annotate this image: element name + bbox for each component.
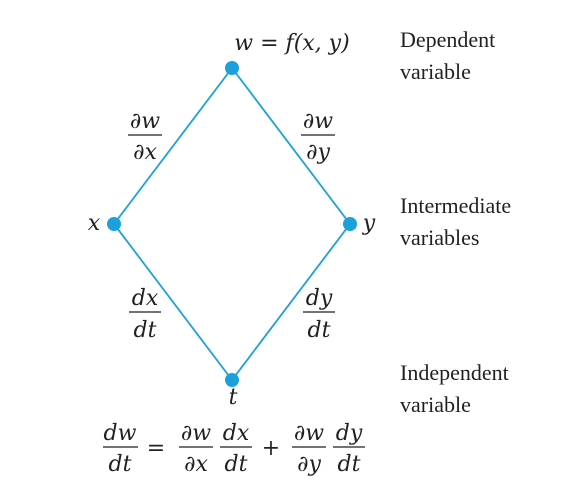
edge-label-dw-dx-den: ∂x: [133, 140, 157, 165]
side-label-intermediate: Intermediate variables: [400, 193, 511, 250]
side-label-dependent-line1: Dependent: [400, 27, 495, 52]
edge-label-dy-dt: dy dt: [303, 286, 335, 343]
formula-term2-derivative-num: dy: [336, 421, 363, 446]
node-t-label: t: [229, 385, 238, 410]
edge-label-dw-dx: ∂w ∂x: [128, 109, 162, 165]
formula-lhs-num: dw: [104, 421, 137, 446]
formula-plus-sign: +: [262, 436, 280, 461]
formula-term1-derivative-num: dx: [223, 421, 250, 446]
formula-term1-partial: ∂w ∂x: [179, 421, 213, 477]
edge-x-to-t: [113, 223, 233, 381]
formula-term2-partial-num: ∂w: [294, 421, 324, 446]
side-label-intermediate-line1: Intermediate: [400, 193, 511, 218]
formula-term1-partial-num: ∂w: [181, 421, 211, 446]
edge-y-to-t: [231, 223, 351, 381]
node-x-label: x: [88, 211, 101, 236]
side-label-independent-line1: Independent: [400, 360, 509, 385]
edge-label-dw-dy: ∂w ∂y: [301, 109, 335, 165]
edge-label-dx-dt-den: dt: [134, 318, 157, 343]
node-y-label: y: [362, 211, 376, 236]
formula-term1-derivative: dx dt: [220, 421, 252, 477]
formula-equals-sign: =: [147, 436, 165, 461]
formula-term1-derivative-den: dt: [225, 452, 248, 477]
node-x: [107, 217, 121, 231]
node-y: [343, 217, 357, 231]
formula-term2-derivative-den: dt: [338, 452, 361, 477]
edge-w-to-x: [113, 67, 233, 225]
side-label-independent-line2: variable: [400, 392, 471, 417]
side-label-independent: Independent variable: [400, 360, 509, 417]
chain-rule-formula: dw dt = ∂w ∂x dx dt + ∂w ∂y dy dt: [103, 421, 365, 477]
formula-lhs-den: dt: [109, 452, 132, 477]
edge-label-dy-dt-num: dy: [306, 286, 333, 311]
side-label-intermediate-line2: variables: [400, 225, 479, 250]
node-w-label: w = f(x, y): [234, 31, 349, 56]
node-t: [225, 373, 239, 387]
edge-label-dw-dx-num: ∂w: [130, 109, 160, 134]
side-label-dependent-line2: variable: [400, 59, 471, 84]
formula-lhs: dw dt: [103, 421, 138, 477]
side-label-dependent: Dependent variable: [400, 27, 495, 84]
edge-label-dx-dt-num: dx: [132, 286, 159, 311]
edge-label-dx-dt: dx dt: [129, 286, 161, 343]
edge-label-dy-dt-den: dt: [308, 318, 331, 343]
edge-label-dw-dy-num: ∂w: [303, 109, 333, 134]
edge-w-to-y: [231, 67, 351, 225]
edge-label-dw-dy-den: ∂y: [306, 140, 330, 165]
node-w: [225, 61, 239, 75]
formula-term2-partial-den: ∂y: [297, 452, 321, 477]
formula-term2-partial: ∂w ∂y: [292, 421, 326, 477]
formula-term1-partial-den: ∂x: [184, 452, 208, 477]
formula-term2-derivative: dy dt: [333, 421, 365, 477]
